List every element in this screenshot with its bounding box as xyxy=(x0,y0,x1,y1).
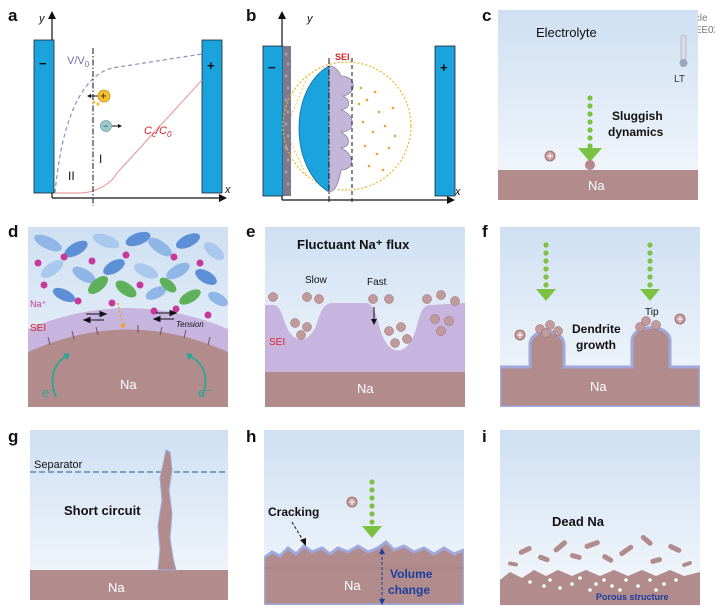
panel-e-sei-label: SEI xyxy=(269,337,285,348)
na-atom xyxy=(585,160,595,170)
na-metal-block xyxy=(28,329,228,407)
panel-f-diagram: Tip Dendrite growth Na xyxy=(500,227,700,407)
tip-deposits xyxy=(535,316,661,338)
na-metal-block xyxy=(498,170,698,200)
panel-e-diagram: Fluctuant Na⁺ flux Slow Fast SEI Na xyxy=(265,227,465,407)
solvent-molecules xyxy=(34,231,228,307)
thermometer-icon xyxy=(680,34,687,62)
na-ions xyxy=(34,251,212,319)
na-deposits xyxy=(268,290,460,348)
flux-title: Fluctuant Na⁺ flux xyxy=(297,237,410,252)
region-two-label: II xyxy=(68,169,75,183)
panel-d-sei-label: SEI xyxy=(30,323,46,334)
ion-flux-arrow xyxy=(578,95,602,162)
panel-h-letter: h xyxy=(246,427,257,446)
dead-na-fragments xyxy=(508,534,692,568)
sluggish-label: Sluggish xyxy=(612,109,663,123)
tension-label: Tension xyxy=(176,320,204,329)
electron-label-left: e⁻ xyxy=(42,385,56,400)
panel-b-plus: + xyxy=(440,60,448,75)
na-metal-block xyxy=(265,372,465,407)
volume-label: Volume xyxy=(390,567,433,581)
anion-icon xyxy=(100,120,112,132)
porous-label: Porous structure xyxy=(596,592,669,602)
na-label: Na xyxy=(108,580,125,595)
electron-arrow-left xyxy=(51,354,69,398)
dendrite-metal xyxy=(500,326,700,407)
panel-g-diagram: Separator Short circuit Na xyxy=(30,430,228,600)
cathode-electrode xyxy=(201,39,223,194)
panel-g-letter: g xyxy=(8,427,19,446)
concentration-curve xyxy=(55,79,203,194)
panel-e-letter: e xyxy=(246,222,256,241)
panel-c-diagram: Electrolyte LT Sluggish dynamics Na xyxy=(498,10,698,200)
v-ratio-label: V/V0 xyxy=(67,55,90,69)
panel-a-y-label: y xyxy=(38,13,46,25)
zoom-ellipse xyxy=(282,61,412,191)
svg-text:+: + xyxy=(101,92,107,103)
slow-label: Slow xyxy=(305,275,327,286)
fast-label: Fast xyxy=(367,277,387,288)
na-label: Na xyxy=(344,578,361,593)
panel-a-minus: − xyxy=(39,56,47,71)
ion-flux-arrow xyxy=(362,479,382,538)
cation-icon xyxy=(97,89,111,103)
panel-b-diagram: y x − + SEI xyxy=(262,11,461,204)
sei-lobes xyxy=(328,65,354,193)
na-label: Na xyxy=(590,379,607,394)
dendrite-short xyxy=(157,449,177,571)
short-circuit-label: Short circuit xyxy=(64,503,141,518)
electron-label-right: e⁻ xyxy=(198,385,212,400)
panel-a-diagram: y x − + V/V0 Cc/C0 I II + − xyxy=(33,11,231,206)
electrolyte-label: Electrolyte xyxy=(536,25,597,40)
na-label: Na xyxy=(120,377,137,392)
panel-i-letter: i xyxy=(482,427,487,446)
ion-flux-arrow-left xyxy=(536,242,556,301)
dynamics-label: dynamics xyxy=(608,125,664,139)
panel-d-diagram: Na⁺ SEI Tension e⁻ e⁻ Na xyxy=(28,227,228,407)
panel-h-diagram: Cracking Volume change Na xyxy=(264,430,464,605)
dead-na-label: Dead Na xyxy=(552,514,605,529)
na-ion-label: Na⁺ xyxy=(30,299,47,309)
separator-label: Separator xyxy=(34,459,83,471)
panel-i-diagram: Dead Na Porous structure xyxy=(500,430,700,605)
panel-b-y-label: y xyxy=(306,13,314,25)
c-ratio-label: Cc/C0 xyxy=(144,125,172,139)
change-label: change xyxy=(388,583,430,597)
cracked-metal xyxy=(264,540,464,605)
anode-electrode xyxy=(33,39,55,194)
pores xyxy=(528,576,678,592)
panel-b-sei-label: SEI xyxy=(335,52,350,62)
svg-text:−: − xyxy=(103,121,108,131)
growth-label: growth xyxy=(576,338,616,352)
panel-a-plus: + xyxy=(207,58,215,73)
region-one-label: I xyxy=(99,152,102,166)
panel-c-letter: c xyxy=(482,6,492,25)
ion-flux-arrow-right xyxy=(640,242,660,301)
tip-label: Tip xyxy=(645,307,659,318)
panel-a-x-label: x xyxy=(224,184,231,196)
panel-d-letter: d xyxy=(8,222,19,241)
na-label: Na xyxy=(588,178,605,193)
sei-layer xyxy=(283,46,291,196)
panel-b-x-label: x xyxy=(454,186,461,198)
panel-b-letter: b xyxy=(246,6,257,25)
lt-label: LT xyxy=(674,74,685,85)
na-metal-block xyxy=(30,570,228,600)
cathode-electrode xyxy=(434,45,456,197)
potential-curve xyxy=(54,53,203,194)
panel-b-minus: − xyxy=(268,60,276,75)
electron-arrow-right xyxy=(187,354,207,398)
na-label: Na xyxy=(357,381,374,396)
panel-f-letter: f xyxy=(482,222,488,241)
dendrite-label: Dendrite xyxy=(572,322,621,336)
panel-a-letter: a xyxy=(8,6,18,25)
na-metal-lens xyxy=(298,65,330,193)
cracking-label: Cracking xyxy=(268,505,319,519)
